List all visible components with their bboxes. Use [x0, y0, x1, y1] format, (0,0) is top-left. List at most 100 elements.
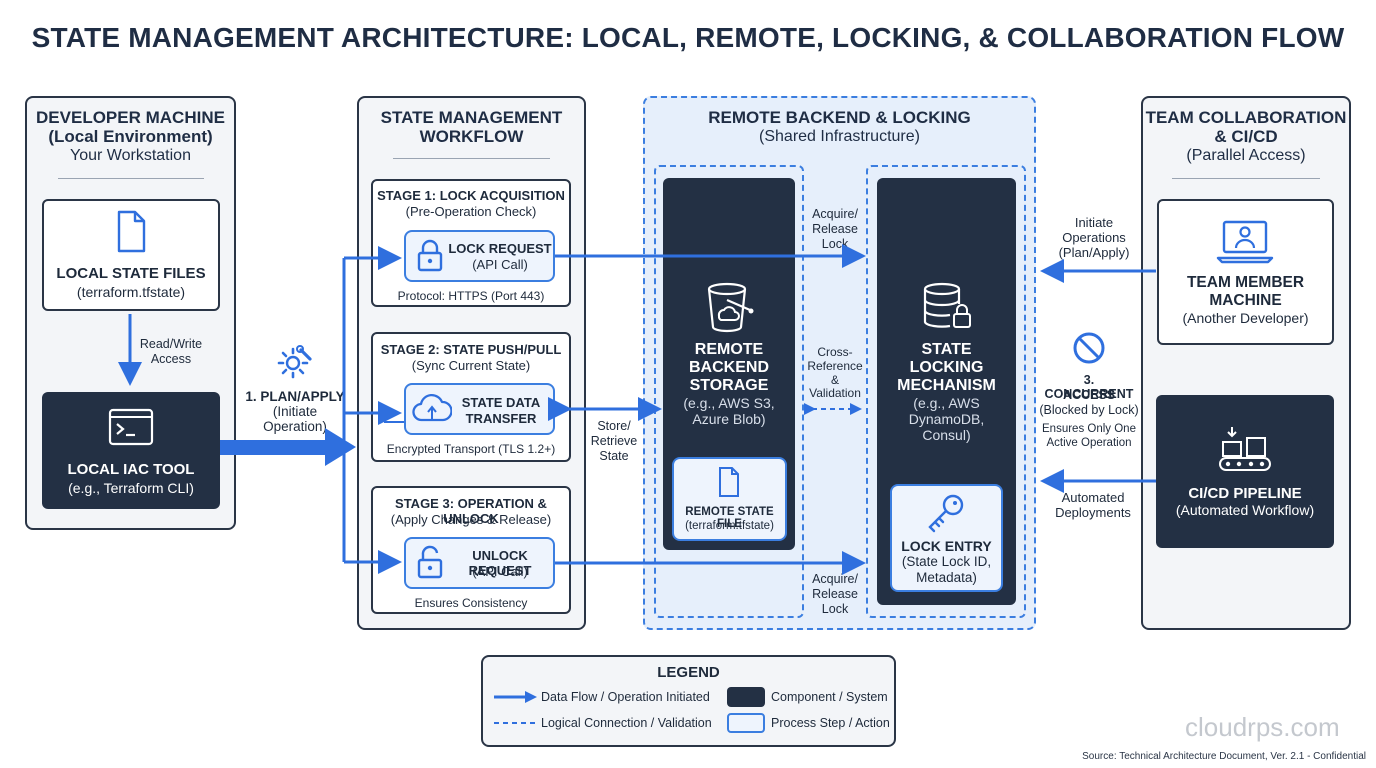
remote-file-icon [719, 467, 739, 497]
cross-ref-1: Cross- [817, 345, 853, 359]
local-iac-tool-box [42, 392, 220, 509]
plan-apply-sub-1: (Initiate [272, 404, 318, 419]
lock-request-step[interactable] [404, 230, 555, 282]
acquire-bottom-1: Acquire/ [812, 572, 858, 586]
local-state-files-title: LOCAL STATE FILES [56, 265, 206, 282]
remote-storage-sub-1: (e.g., AWS S3, [683, 395, 775, 411]
stage2-footer: Encrypted Transport (TLS 1.2+) [386, 442, 556, 456]
locking-sub-3: Consul) [922, 427, 971, 443]
developer-divider [58, 178, 204, 179]
lock-request-sub: (API Call) [472, 257, 528, 272]
remote-storage-title-2: BACKEND [689, 359, 769, 376]
concurrent-title-1: 3. CONCURRENT [1044, 373, 1134, 401]
terminal-icon [108, 408, 154, 446]
concurrent-title-2: ACCESS [1062, 388, 1116, 402]
plan-apply-arrow [220, 428, 356, 466]
laptop-user-icon [1216, 220, 1274, 264]
team-subtitle: (Parallel Access) [1186, 147, 1306, 164]
automated-2: Deployments [1055, 505, 1131, 520]
remote-storage-sub-2: Azure Blob) [692, 411, 766, 427]
legend-process-swatch [727, 713, 765, 733]
gear-wrench-icon [277, 345, 312, 379]
local-iac-tool-title: LOCAL IAC TOOL [67, 461, 195, 478]
workflow-divider [393, 158, 550, 159]
acquire-bottom-2: Release [812, 587, 858, 601]
cross-ref-3: & [830, 373, 839, 387]
concurrent-sub: (Blocked by Lock) [1039, 403, 1139, 417]
legend-data-flow-arrow [494, 691, 537, 703]
plan-apply-sub-2: Operation) [263, 419, 327, 434]
locking-title-1: STATE [921, 341, 972, 358]
locking-zone [866, 165, 1026, 618]
acquire-bottom-3: Lock [821, 602, 849, 616]
concurrent-note-2: Active Operation [1046, 437, 1132, 449]
cicd-pipeline-box [1156, 395, 1334, 548]
developer-title-2: (Local Environment) [48, 127, 213, 146]
legend-item-logical: Logical Connection / Validation [541, 716, 712, 730]
acquire-top-2: Release [812, 222, 858, 236]
store-retrieve-1: Store/ [597, 419, 631, 433]
developer-title-1: DEVELOPER MACHINE [36, 108, 225, 127]
stage3-footer: Ensures Consistency [414, 596, 528, 610]
file-icon [117, 210, 146, 253]
lock-request-title: LOCK REQUEST [448, 241, 552, 256]
stage2-title: STAGE 2: STATE PUSH/PULL [380, 342, 562, 357]
stage3-sub: (Apply Changes & Release) [390, 512, 552, 527]
local-state-files-box [42, 199, 220, 311]
store-retrieve-2: Retrieve [590, 434, 638, 448]
cross-ref-2: Reference [807, 359, 863, 373]
database-lock-icon [923, 282, 971, 328]
no-entry-icon [1073, 332, 1105, 364]
read-write-label-2: Access [150, 352, 192, 366]
lock-entry-sub-2: Metadata) [916, 570, 977, 585]
padlock-open-icon [417, 545, 443, 579]
cicd-title: CI/CD PIPELINE [1188, 485, 1302, 502]
remote-state-file-sub: (terraform.tfstate) [685, 520, 774, 532]
lock-entry-title: LOCK ENTRY [901, 538, 992, 554]
locking-title-2: LOCKING [909, 359, 984, 376]
remote-subtitle: (Shared Infrastructure) [759, 128, 920, 145]
team-member-title-2: MACHINE [1209, 292, 1282, 309]
team-title-1: TEAM COLLABORATION [1145, 108, 1347, 127]
lock-entry-box [890, 484, 1003, 592]
bucket-icon [707, 282, 754, 333]
legend-box [481, 655, 896, 747]
legend-component-swatch [727, 687, 765, 707]
unlock-request-step[interactable] [404, 537, 555, 589]
legend-logical-dash [494, 722, 537, 724]
storage-zone [654, 165, 804, 618]
source-note: Source: Technical Architecture Document,… [1082, 751, 1366, 762]
remote-title: REMOTE BACKEND & LOCKING [708, 108, 971, 127]
stage2-sub: (Sync Current State) [411, 358, 531, 373]
unlock-request-title: UNLOCK REQUEST [468, 548, 532, 578]
stage1-footer: Protocol: HTTPS (Port 443) [397, 289, 545, 303]
cross-ref-4: Validation [809, 386, 861, 400]
automated-1: Automated [1061, 490, 1125, 505]
legend-item-component: Component / System [771, 690, 888, 704]
locking-sub-1: (e.g., AWS [913, 395, 980, 411]
stage3-title: STAGE 3: OPERATION & UNLOCK [395, 496, 547, 526]
concurrent-note-1: Ensures Only One [1042, 423, 1136, 435]
locking-title-3: MECHANISM [897, 377, 996, 394]
acquire-top-1: Acquire/ [812, 207, 858, 221]
plan-apply-label: 1. PLAN/APPLY [245, 389, 345, 404]
initiate-ops-3: (Plan/Apply) [1058, 245, 1130, 260]
team-divider [1172, 178, 1320, 179]
stage1-sub: (Pre-Operation Check) [405, 204, 537, 219]
watermark: cloudrps.com [1185, 712, 1340, 742]
store-retrieve-3: State [599, 449, 629, 463]
team-title-2: & CI/CD [1214, 127, 1278, 146]
stage1-title: STAGE 1: LOCK ACQUISITION [377, 188, 565, 203]
cicd-sub: (Automated Workflow) [1175, 502, 1315, 518]
read-write-label-1: Read/Write [139, 337, 203, 351]
padlock-closed-icon [417, 239, 443, 272]
remote-state-file-title: REMOTE STATE FILE [685, 506, 774, 530]
locking-sub-2: DynamoDB, [908, 411, 985, 427]
initiate-ops-1: Initiate [1074, 215, 1114, 230]
diagram-title: STATE MANAGEMENT ARCHITECTURE: LOCAL, RE… [31, 22, 1345, 53]
workflow-title-2: WORKFLOW [419, 127, 524, 146]
local-state-files-sub: (terraform.tfstate) [76, 284, 186, 300]
team-member-sub: (Another Developer) [1182, 310, 1309, 326]
state-data-transfer-title-2: TRANSFER [465, 411, 537, 426]
